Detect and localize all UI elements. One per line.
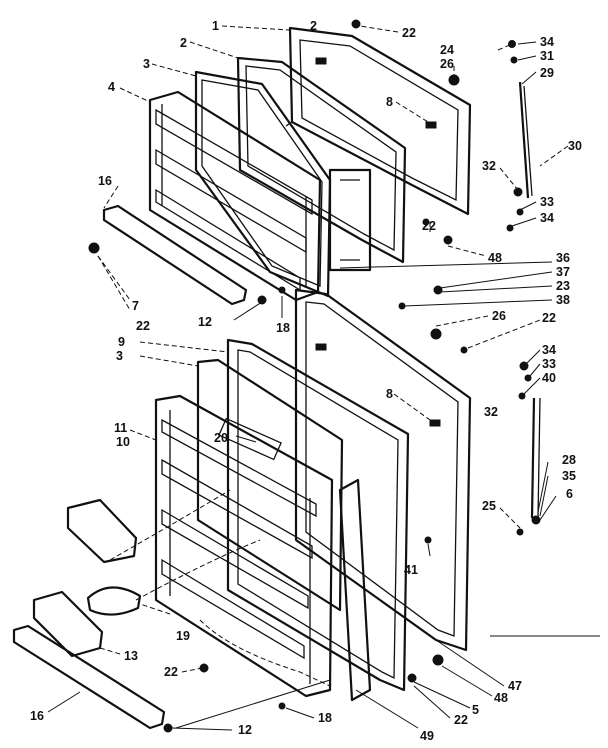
- lower-shelf-bar: [12, 624, 166, 730]
- callout-label: 6: [566, 487, 573, 501]
- callout-label: 18: [276, 321, 290, 335]
- callout-label: 38: [556, 293, 570, 307]
- callout-label: 34: [540, 35, 554, 49]
- callout-label: 25: [482, 499, 496, 513]
- callout-label: 22: [422, 219, 436, 233]
- callout-label: 1: [212, 19, 219, 33]
- fresh-food-door-liner-edge: [196, 358, 344, 612]
- callout-label: 29: [540, 66, 554, 80]
- callout-label: 18: [318, 711, 332, 725]
- callout-label: 13: [124, 649, 138, 663]
- callout-label: 26: [492, 309, 506, 323]
- callout-label: 2: [310, 19, 317, 33]
- callout-label: 20: [214, 431, 228, 445]
- callout-label: 22: [136, 319, 150, 333]
- callout-label: 28: [562, 453, 576, 467]
- callout-labels: 1 2 2 3 4 22 24 26 8 34 31 29 30 32 33 3…: [30, 19, 582, 743]
- callout-label: 19: [176, 629, 190, 643]
- callout-label: 3: [143, 57, 150, 71]
- callout-label: 2: [180, 36, 187, 50]
- freezer-inner-door-shelves: [148, 90, 322, 302]
- callout-label: 3: [116, 349, 123, 363]
- dairy-bin: [32, 590, 104, 658]
- callout-label: 35: [562, 469, 576, 483]
- callout-label: 34: [542, 343, 556, 357]
- callout-label: 26: [440, 57, 454, 71]
- callout-label: 33: [542, 357, 556, 371]
- callout-label: 47: [508, 679, 522, 693]
- callout-label: 22: [164, 665, 178, 679]
- egg-tray: [86, 586, 142, 616]
- callout-label: 41: [404, 563, 418, 577]
- callout-label: 30: [568, 139, 582, 153]
- callout-label: 16: [98, 174, 112, 188]
- fresh-food-hinge-strip: [338, 478, 372, 702]
- leader-lines: [47, 25, 600, 731]
- callout-label: 8: [386, 95, 393, 109]
- callout-label: 32: [484, 405, 498, 419]
- callout-label: 4: [108, 80, 115, 94]
- callout-label: 34: [540, 211, 554, 225]
- callout-label: 33: [540, 195, 554, 209]
- callout-label: 36: [556, 251, 570, 265]
- upper-door-rod: [518, 81, 533, 199]
- callout-label: 22: [454, 713, 468, 727]
- callout-label: 10: [116, 435, 130, 449]
- fresh-food-door-gasket: [226, 338, 410, 692]
- fresh-food-door-outer-panel: [294, 288, 472, 652]
- callout-label: 22: [402, 26, 416, 40]
- callout-label: 31: [540, 49, 554, 63]
- butter-door: [66, 498, 138, 564]
- callout-label: 48: [488, 251, 502, 265]
- callout-label: 12: [198, 315, 212, 329]
- callout-label: 11: [114, 421, 127, 435]
- freezer-hinge-bracket: [328, 168, 372, 272]
- callout-label: 40: [542, 371, 556, 385]
- callout-label: 24: [440, 43, 454, 57]
- callout-label: 49: [420, 729, 434, 743]
- callout-label: 22: [542, 311, 556, 325]
- callout-label: 16: [30, 709, 44, 723]
- callout-label: 37: [556, 265, 570, 279]
- callout-label: 9: [118, 335, 125, 349]
- callout-label: 32: [482, 159, 496, 173]
- freezer-shelf-bar: [102, 204, 248, 306]
- freezer-door-gasket: [236, 56, 407, 264]
- fresh-food-inner-door-shelves: [154, 394, 334, 698]
- callout-label: 8: [386, 387, 393, 401]
- hardware-marks: [88, 19, 541, 733]
- callout-label: 5: [472, 703, 479, 717]
- callout-label: 12: [238, 723, 252, 737]
- callout-label: 7: [132, 299, 139, 313]
- callout-label: 48: [494, 691, 508, 705]
- callout-label: 23: [556, 279, 570, 293]
- lower-door-rod: [530, 397, 541, 519]
